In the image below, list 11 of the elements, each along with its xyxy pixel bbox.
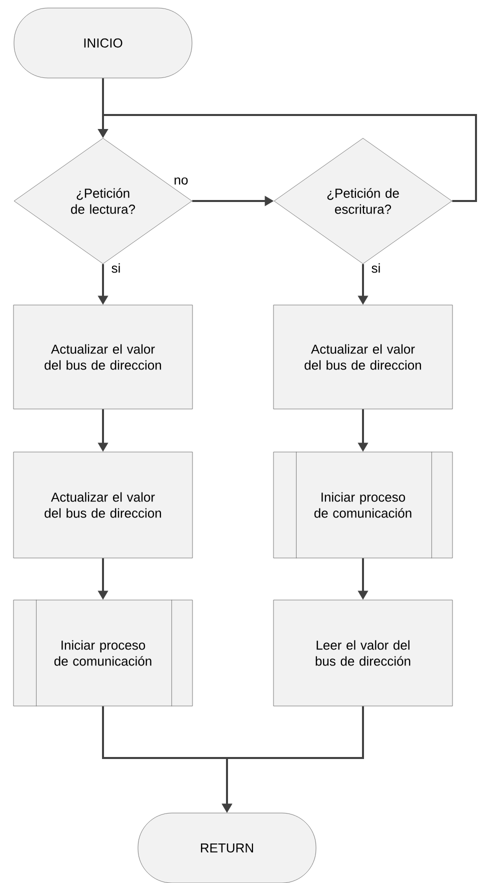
terminal-box: INICIO <box>14 8 192 78</box>
edge-label: no <box>172 176 190 186</box>
subprocess-box: Iniciar proceso de comunicación <box>273 452 453 558</box>
edge-label: si <box>370 262 382 274</box>
terminal-box: RETURN <box>138 812 316 883</box>
process-box: Actualizar el valor del bus de direccion <box>273 304 453 410</box>
edge-label: si <box>110 262 122 274</box>
process-box: Actualizar el valor del bus de direccion <box>13 304 193 410</box>
process-box: Actualizar el valor del bus de direccion <box>13 452 193 558</box>
process-box: Leer el valor del bus de dirección <box>273 600 453 706</box>
subprocess-box: Iniciar proceso de comunicación <box>13 600 193 706</box>
